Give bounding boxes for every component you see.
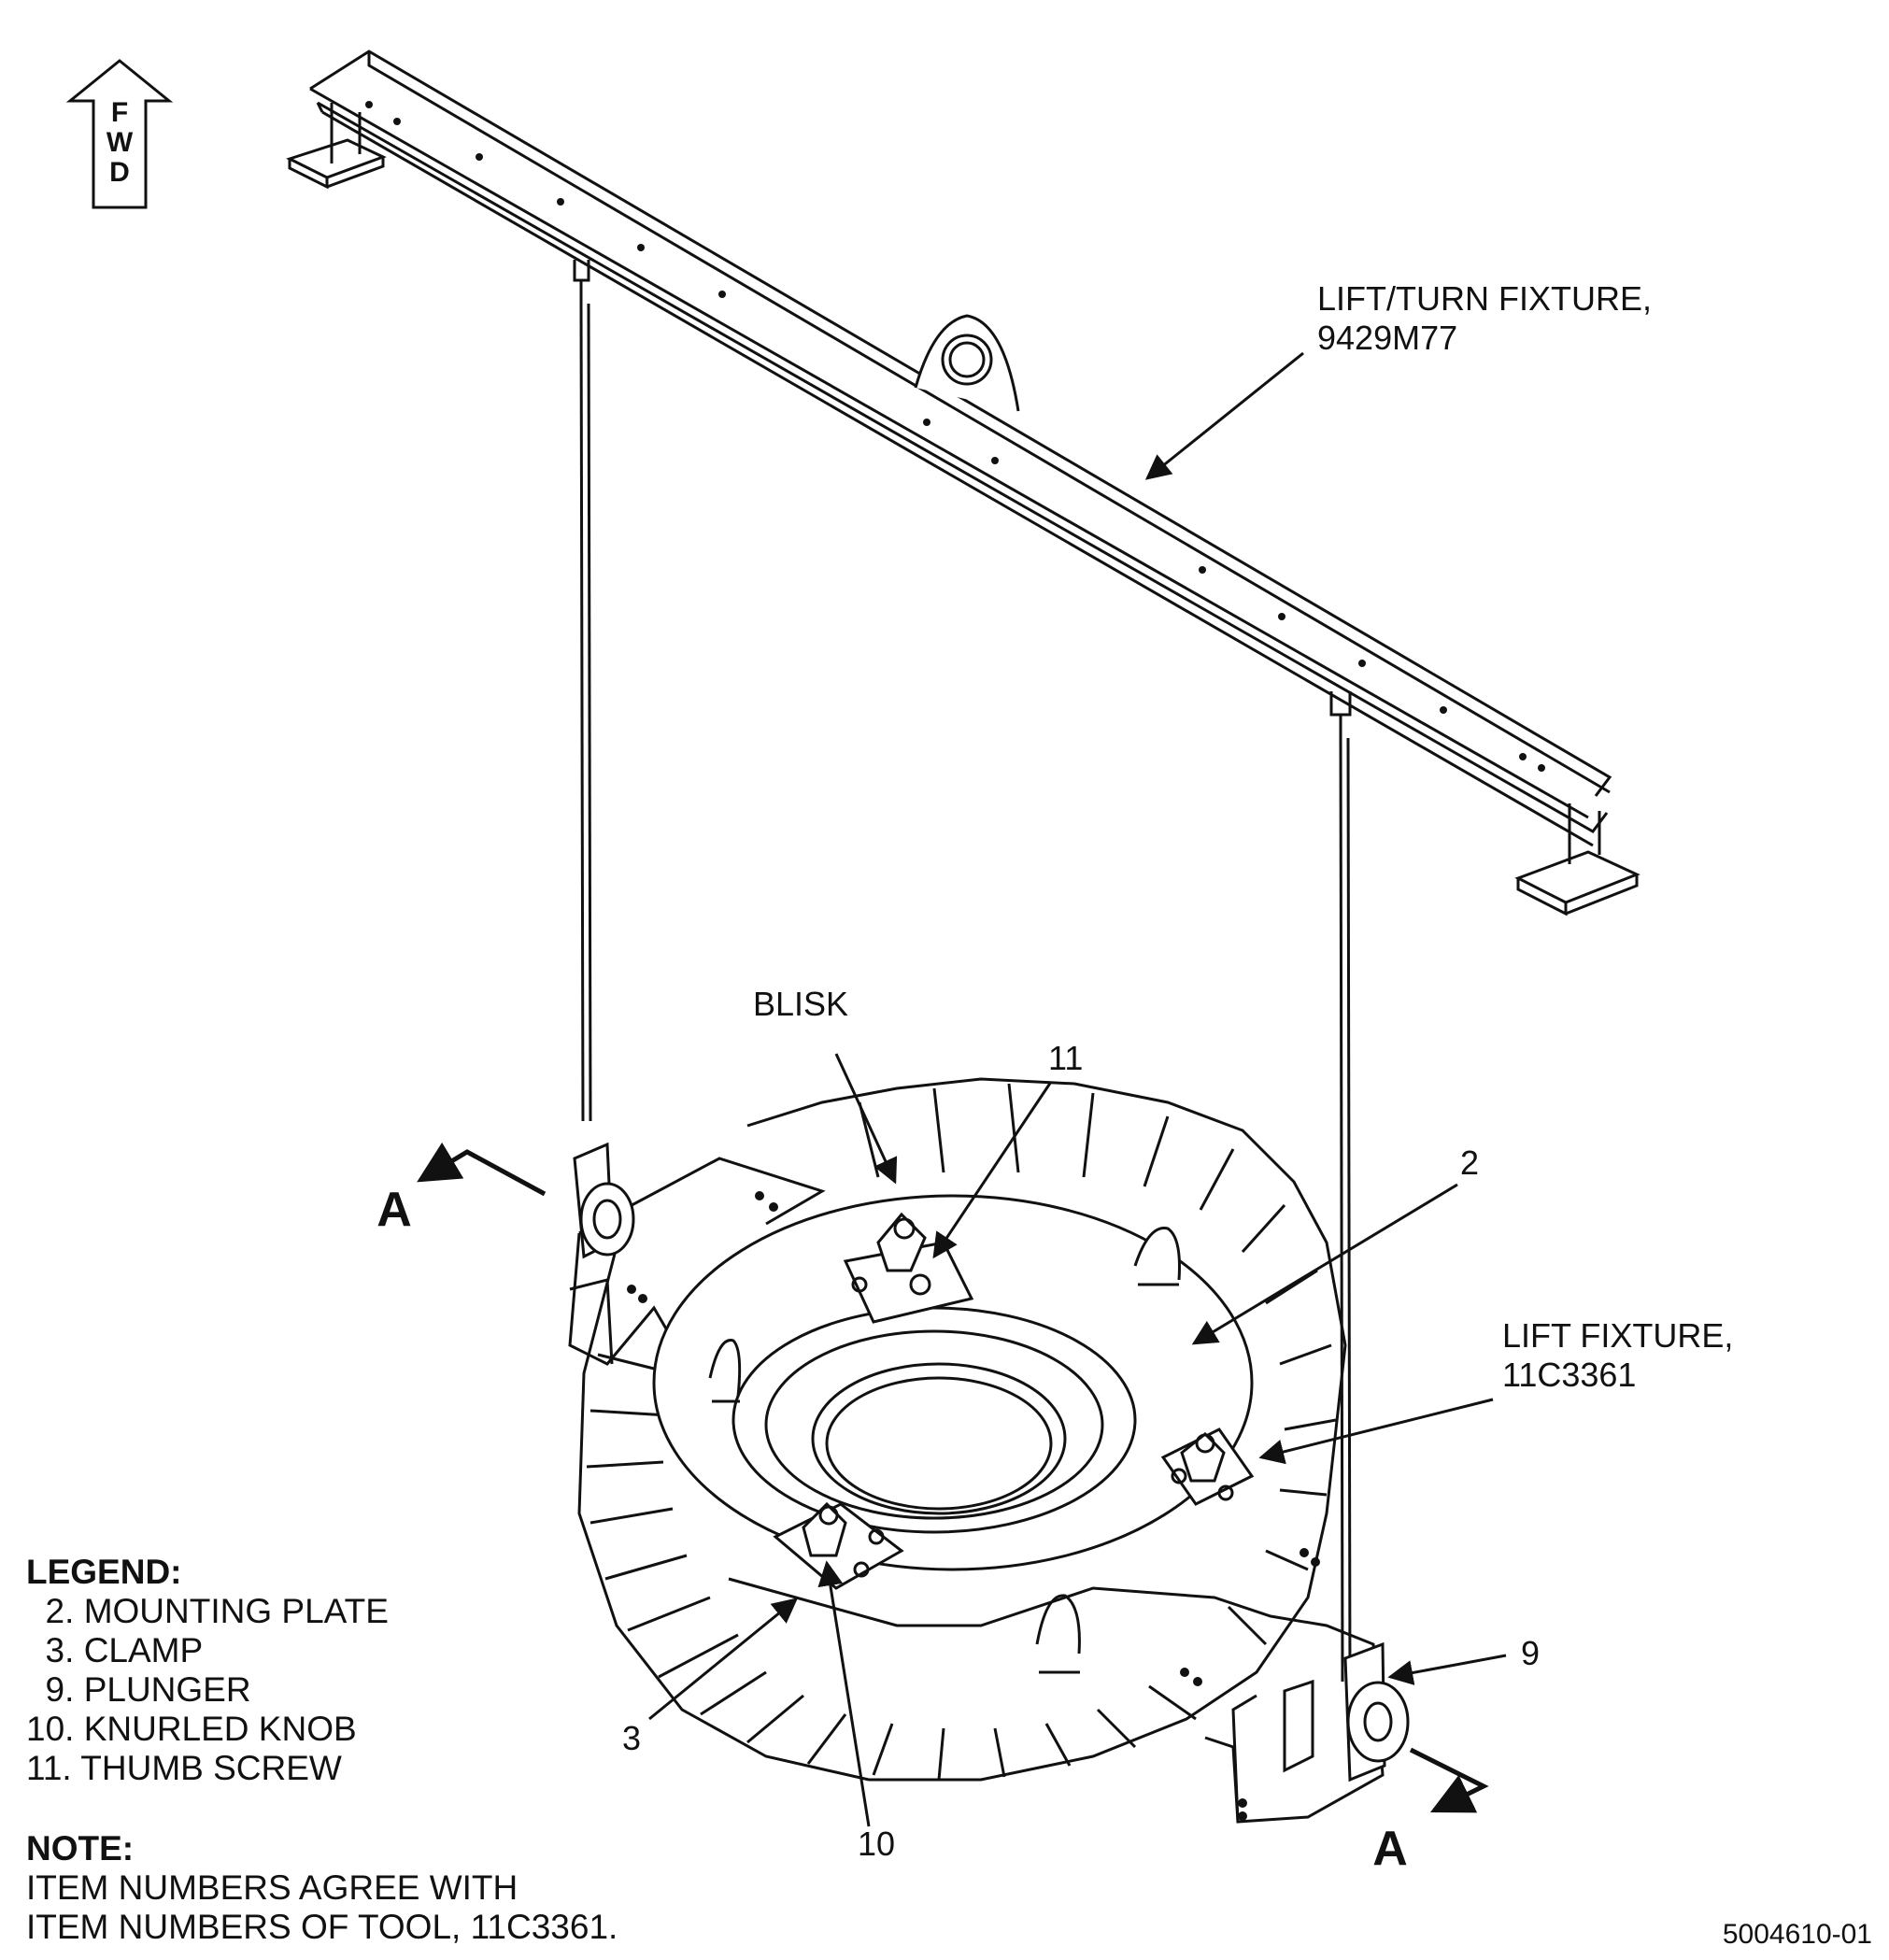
section-a-marker-bottom: A <box>1372 1747 1489 1876</box>
lift-fixture-label-line2: 11C3361 <box>1502 1356 1636 1394</box>
blisk-assembly <box>568 1077 1410 1824</box>
section-a-label-bottom: A <box>1372 1822 1408 1876</box>
note-title: NOTE: <box>26 1829 135 1868</box>
leader-item-3 <box>648 1598 799 1721</box>
legend-item: 2. MOUNTING PLATE <box>26 1592 389 1630</box>
section-a-marker-top: A <box>376 1142 547 1237</box>
fwd-arrow-icon: F W D <box>65 59 174 209</box>
item-3-label: 3 <box>622 1719 641 1757</box>
leader-lift-fixture <box>1258 1398 1494 1465</box>
lift-turn-fixture-label-line2: 9429M77 <box>1317 319 1457 357</box>
legend-item: 3. CLAMP <box>26 1631 204 1669</box>
fwd-letter-w: W <box>107 127 134 158</box>
leader-item-2 <box>1191 1183 1458 1345</box>
item-11-label: 11 <box>1048 1039 1083 1077</box>
legend-item: 11. THUMB SCREW <box>26 1749 342 1787</box>
leader-item-10 <box>817 1560 871 1827</box>
lift-turn-beam <box>286 50 1640 916</box>
item-10-label: 10 <box>858 1825 895 1863</box>
section-a-label-top: A <box>376 1183 412 1237</box>
note-line: ITEM NUMBERS AGREE WITH <box>26 1868 518 1907</box>
legend-item: 9. PLUNGER <box>26 1670 251 1709</box>
leader-lift-turn-fixture <box>1144 351 1304 480</box>
fwd-letter-f: F <box>111 97 128 128</box>
legend-item: 10. KNURLED KNOB <box>26 1710 357 1748</box>
leader-blisk <box>834 1053 898 1185</box>
leader-item-11 <box>932 1081 1053 1259</box>
figure-id: 5004610-01 <box>1722 1919 1872 1950</box>
lift-fixture-label-line1: LIFT FIXTURE, <box>1502 1316 1733 1355</box>
leader-lines <box>648 351 1507 1827</box>
item-9-label: 9 <box>1521 1634 1540 1672</box>
legend: LEGEND: 2. MOUNTING PLATE 3. CLAMP 9. PL… <box>26 1553 389 1788</box>
fwd-letter-d: D <box>109 157 130 188</box>
blisk-label: BLISK <box>753 985 848 1023</box>
legend-title: LEGEND: <box>26 1553 182 1591</box>
note: NOTE: ITEM NUMBERS AGREE WITH ITEM NUMBE… <box>26 1829 618 1947</box>
leader-item-9 <box>1387 1654 1507 1685</box>
lift-cables <box>579 303 1352 1683</box>
note-line: ITEM NUMBERS OF TOOL, 11C3361. <box>26 1908 618 1946</box>
lift-turn-fixture-label-line1: LIFT/TURN FIXTURE, <box>1317 279 1652 318</box>
item-2-label: 2 <box>1460 1143 1479 1182</box>
